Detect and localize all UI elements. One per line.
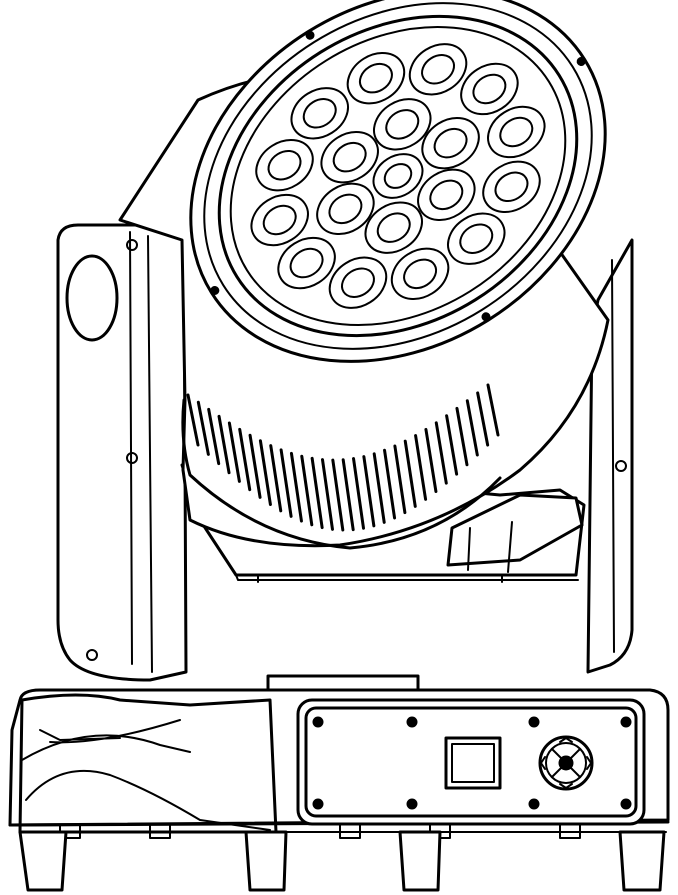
panel-screw (312, 798, 324, 810)
panel-screw (528, 716, 540, 728)
led-lens-cell (316, 182, 375, 236)
left-yoke-arm (56, 223, 188, 682)
heat-sink-fin (393, 444, 407, 515)
led-lens-cell (447, 212, 506, 265)
heat-sink-fin (320, 458, 334, 531)
led-lens-cell (250, 193, 309, 247)
foot (618, 830, 666, 892)
panel-screw (620, 798, 632, 810)
heat-sink-fin (341, 458, 355, 532)
heat-sink-fin (486, 383, 500, 437)
led-lens-cell (372, 153, 424, 199)
heat-sink-fin (310, 456, 324, 530)
display-screen-icon (444, 736, 502, 790)
heat-sink-fin (455, 406, 469, 467)
led-lens-cell (255, 139, 314, 192)
control-panel-frame (296, 698, 646, 826)
yoke-arm-oval-cap (65, 254, 119, 342)
led-lens-cell (346, 52, 406, 105)
heat-sink-fin (383, 448, 397, 520)
led-lens-cell (421, 116, 480, 170)
heat-sink-fin (207, 407, 221, 466)
heat-sink-fin (289, 451, 303, 523)
led-lens-cell (373, 98, 432, 151)
led-lens-array (250, 43, 546, 309)
heat-sink-fin (424, 427, 438, 494)
heat-sink-fin (331, 458, 345, 532)
heat-sink-fin (414, 434, 428, 501)
led-lens-cell (482, 160, 541, 213)
front-lens-assembly (189, 0, 607, 363)
heat-sink-fin (186, 393, 200, 447)
panel-screw (528, 798, 540, 810)
led-lens-cell (390, 247, 450, 300)
heat-sink-fin (372, 452, 386, 524)
panel-screw (406, 716, 418, 728)
heat-sink-fins (181, 383, 502, 550)
heat-sink-fin (238, 427, 252, 492)
foot (398, 830, 442, 892)
heat-sink-fin (300, 454, 314, 527)
panel-screw (620, 716, 632, 728)
foot (18, 830, 68, 892)
heat-sink-fin (465, 399, 479, 457)
heat-sink-fin (403, 439, 417, 508)
led-lens-cell (364, 201, 423, 254)
led-lens-cell (417, 168, 476, 221)
led-lens-cell (408, 43, 468, 96)
heat-sink-fin (269, 444, 283, 513)
control-panel (296, 698, 646, 826)
four-way-button-icon (538, 735, 594, 791)
base-feet (18, 830, 666, 892)
foot (244, 830, 288, 892)
heat-sink-fin (476, 391, 490, 447)
heat-sink-fin (445, 414, 459, 476)
led-lens-cell (460, 62, 519, 116)
led-lens-cell (328, 256, 388, 309)
panel-screw (406, 798, 418, 810)
inner-bezel-ring (217, 14, 579, 338)
led-lens-cell (320, 131, 379, 184)
led-lens-cell (277, 236, 336, 290)
panel-screw (312, 716, 324, 728)
heat-sink-fin (352, 457, 366, 530)
led-lens-cell (290, 87, 349, 140)
heat-sink-fin (434, 421, 448, 485)
pan-swivel-plate (266, 674, 420, 692)
heat-sink-fin (362, 455, 376, 528)
heat-sink-fin (248, 433, 262, 499)
heat-sink-fin (227, 421, 241, 483)
heat-sink-fin (196, 400, 210, 456)
heat-sink-fin (258, 439, 272, 506)
heat-sink-fin (279, 448, 293, 518)
heat-sink-fin (217, 414, 231, 475)
led-lens-cell (487, 105, 546, 159)
